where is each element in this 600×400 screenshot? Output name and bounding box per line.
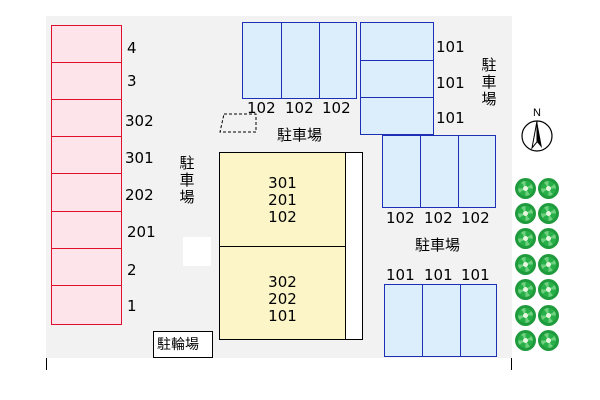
tree-icon	[515, 305, 536, 326]
space-label: 301	[125, 149, 154, 167]
bicycle-parking[interactable]: 駐輪場	[153, 331, 213, 358]
north-arrow-icon: N	[521, 107, 553, 152]
building-corridor	[345, 152, 363, 340]
space-label: 102	[461, 209, 490, 227]
space-label: 101	[386, 266, 415, 284]
parking-space[interactable]	[360, 22, 434, 61]
unit-list-lower: 302 202 101	[219, 274, 346, 325]
space-label: 101	[436, 38, 465, 56]
space-label: 202	[125, 186, 154, 204]
tree-icon	[515, 279, 536, 300]
space-label: 101	[461, 266, 490, 284]
parking-label-text: 駐車場	[481, 56, 497, 108]
space-label: 101	[436, 109, 465, 127]
parking-space[interactable]	[360, 97, 434, 135]
unit-number: 102	[268, 208, 297, 226]
tree-icon	[515, 203, 536, 224]
space-label: 101	[436, 74, 465, 92]
parking-space[interactable]	[51, 248, 122, 287]
space-label: 102	[424, 209, 453, 227]
space-label: 102	[247, 99, 276, 117]
tree-row	[515, 279, 561, 301]
space-label: 201	[127, 223, 156, 241]
parking-label-vertical-right: 駐車場	[480, 57, 498, 108]
parking-space[interactable]	[384, 284, 423, 357]
parking-space[interactable]	[51, 173, 122, 212]
lot-boundary-right	[511, 358, 512, 370]
parking-label: 駐車場	[415, 236, 461, 254]
space-label: 302	[125, 112, 154, 130]
tree-icon	[538, 203, 559, 224]
tree-icon	[538, 305, 559, 326]
tree-icon	[538, 254, 559, 275]
parking-space[interactable]	[242, 22, 282, 99]
tree-icon	[538, 330, 559, 351]
unit-list-upper: 301 201 102	[219, 175, 346, 226]
parking-space[interactable]	[51, 136, 122, 175]
parking-space[interactable]	[51, 25, 122, 64]
parking-space[interactable]	[420, 135, 459, 208]
space-label: 1	[127, 297, 137, 315]
tree-row	[515, 254, 561, 276]
tree-row	[515, 228, 561, 250]
parking-space[interactable]	[51, 211, 122, 250]
tree-icon	[515, 228, 536, 249]
tree-icon	[538, 279, 559, 300]
parking-label-vertical-left: 駐車場	[178, 155, 196, 206]
parking-label-text: 駐車場	[179, 154, 195, 206]
parking-space[interactable]	[51, 99, 122, 138]
dashed-space-outline	[219, 113, 257, 133]
tree-row	[515, 330, 561, 352]
lot-boundary-left	[46, 358, 47, 370]
parking-space[interactable]	[360, 60, 434, 98]
tree-icon	[515, 330, 536, 351]
unit-number: 101	[268, 307, 297, 325]
white-marker	[183, 237, 211, 266]
tree-icon	[515, 254, 536, 275]
tree-row	[515, 203, 561, 225]
space-label: 4	[127, 39, 137, 57]
unit-number: 302	[268, 273, 297, 291]
parking-space[interactable]	[458, 135, 496, 208]
tree-row	[515, 178, 561, 200]
tree-row	[515, 305, 561, 327]
left-parking-column	[51, 25, 123, 325]
apartment-building-lower[interactable]	[219, 246, 346, 340]
unit-number: 201	[268, 191, 297, 209]
space-label: 102	[285, 99, 314, 117]
parking-space[interactable]	[51, 62, 122, 101]
space-label: 102	[322, 99, 351, 117]
tree-icon	[538, 228, 559, 249]
parking-space[interactable]	[382, 135, 421, 208]
unit-number: 202	[268, 290, 297, 308]
parking-space[interactable]	[51, 285, 122, 325]
space-label: 2	[127, 261, 137, 279]
apartment-building-upper[interactable]	[219, 152, 346, 247]
tree-icon	[515, 178, 536, 199]
parking-label: 駐車場	[277, 126, 323, 144]
tree-icon	[538, 178, 559, 199]
space-label: 3	[127, 72, 137, 90]
parking-space[interactable]	[460, 284, 497, 357]
parking-space[interactable]	[422, 284, 461, 357]
parking-space[interactable]	[281, 22, 320, 99]
unit-number: 301	[268, 174, 297, 192]
space-label: 101	[424, 266, 453, 284]
parking-space[interactable]	[319, 22, 357, 99]
compass-label: N	[533, 107, 541, 119]
space-label: 102	[386, 209, 415, 227]
bicycle-parking-label: 駐輪場	[157, 337, 199, 353]
